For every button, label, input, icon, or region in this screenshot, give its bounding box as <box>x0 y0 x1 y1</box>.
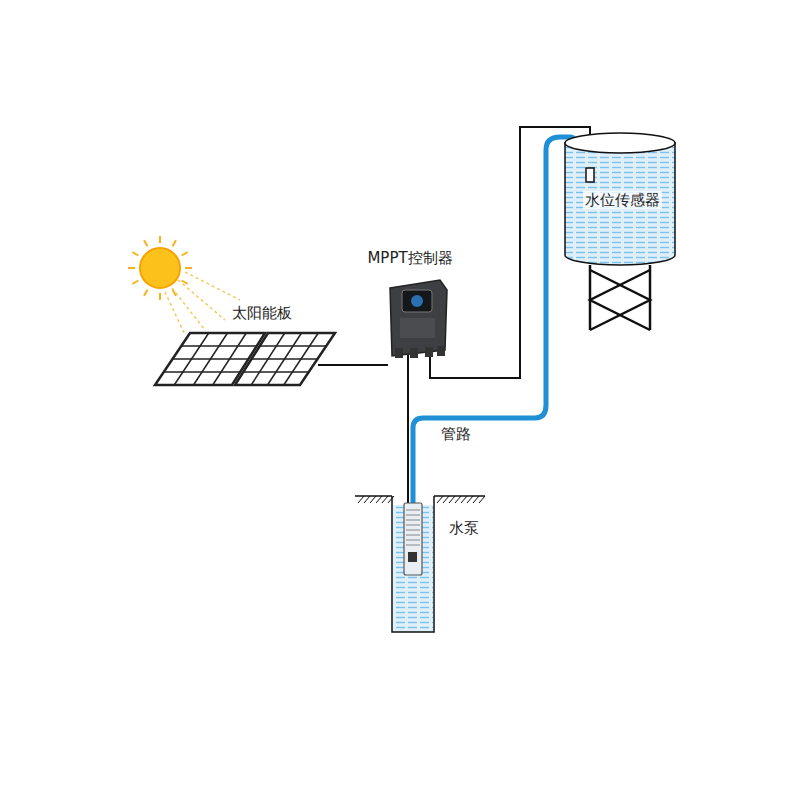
mppt-controller <box>390 280 447 358</box>
label: 水位传感器 <box>583 191 662 209</box>
label: MPPT控制器 <box>367 249 452 267</box>
water-tank <box>565 133 675 330</box>
water-pump <box>404 503 422 575</box>
label: 太阳能板 <box>232 304 292 322</box>
wire <box>318 127 590 505</box>
label: 水泵 <box>449 519 479 537</box>
label: 管路 <box>441 425 471 443</box>
sun <box>128 236 240 335</box>
water-level-sensor <box>586 168 594 182</box>
solar-panel <box>155 333 335 385</box>
well <box>355 496 485 632</box>
